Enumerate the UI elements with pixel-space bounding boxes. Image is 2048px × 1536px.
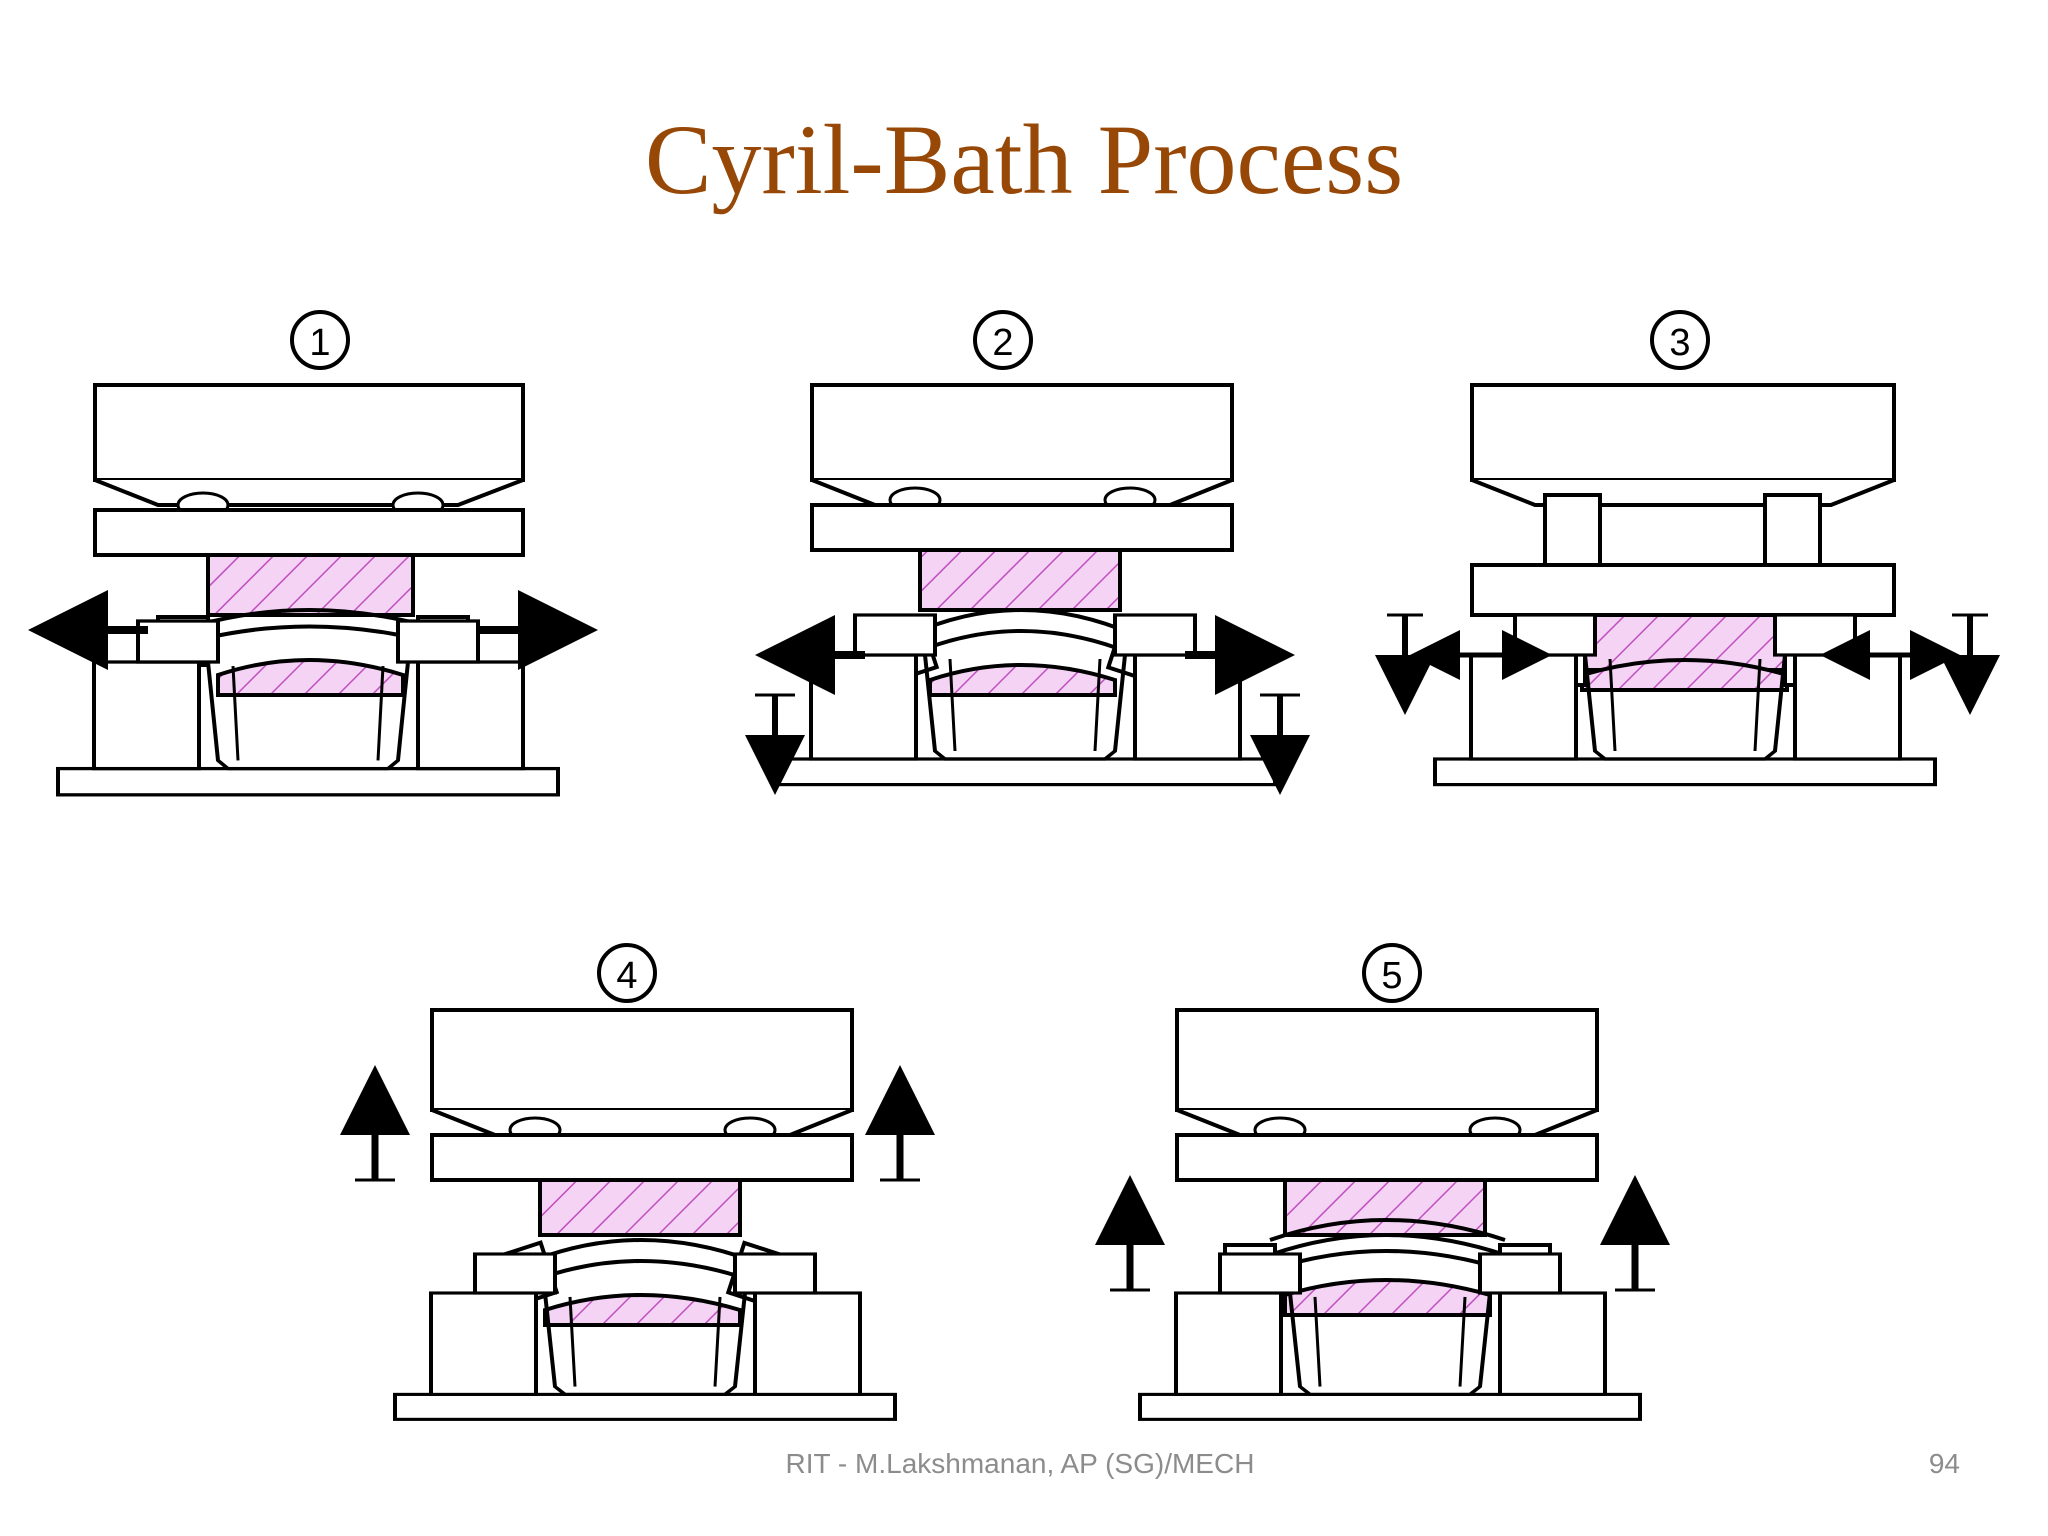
stage-2-label: 2 <box>992 322 1013 364</box>
footer-credit: RIT - M.Lakshmanan, AP (SG)/MECH <box>785 1448 1255 1479</box>
stage-3-diagram: 3 <box>1375 310 2000 787</box>
stage-2-diagram: 2 <box>745 310 1310 795</box>
page-number: 94 <box>1928 1448 1960 1479</box>
stage-4-label: 4 <box>616 955 637 997</box>
stage-1-diagram: 1 <box>28 310 598 797</box>
stage-3-label: 3 <box>1669 322 1690 364</box>
stage-4-diagram: 4 <box>340 943 935 1422</box>
stage-1-label: 1 <box>309 322 330 364</box>
slide-title: Cyril-Bath Process <box>644 104 1404 215</box>
stage-5-label: 5 <box>1381 955 1402 997</box>
stage-5-diagram: 5 <box>1095 943 1670 1422</box>
